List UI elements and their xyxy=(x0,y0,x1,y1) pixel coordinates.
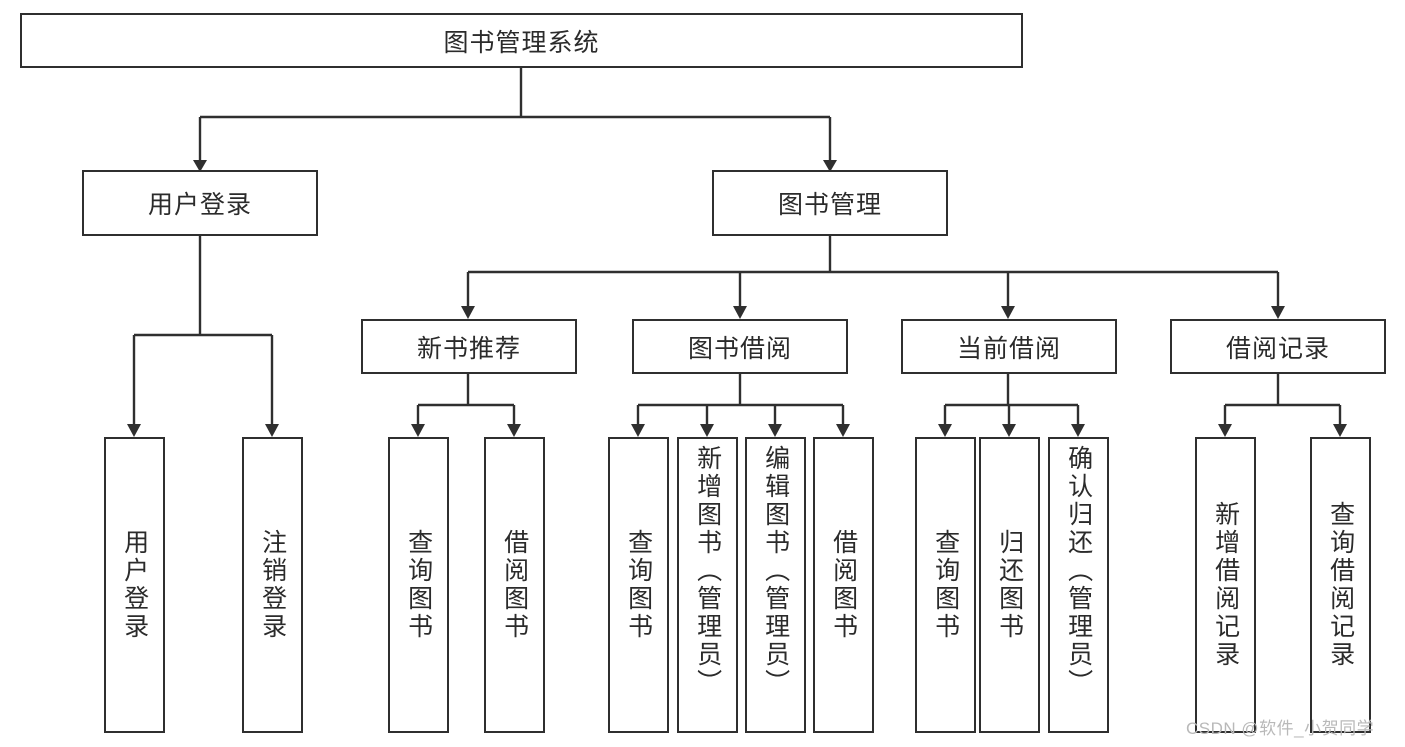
arrowhead xyxy=(507,424,521,437)
link-root-bus xyxy=(200,68,830,119)
node-book-borrow[interactable]: 图书借阅 xyxy=(632,319,848,374)
leaf-label: 归还图书 xyxy=(995,529,1024,641)
node-current-borrow[interactable]: 当前借阅 xyxy=(901,319,1117,374)
node-new-book-recommend[interactable]: 新书推荐 xyxy=(361,319,577,374)
leaf-current-confirm-return-admin[interactable]: 确认归还（管理员） xyxy=(1048,437,1109,733)
link-userlogin-bus xyxy=(134,236,272,337)
leaf-current-return-book[interactable]: 归还图书 xyxy=(979,437,1040,733)
node-borrow-record[interactable]: 借阅记录 xyxy=(1170,319,1386,374)
leaf-label: 借阅图书 xyxy=(829,529,858,641)
leaf-label: 查询图书 xyxy=(624,529,653,641)
arrowhead xyxy=(631,424,645,437)
leaf-current-query-book[interactable]: 查询图书 xyxy=(915,437,976,733)
leaf-label: 编辑图书（管理员） xyxy=(761,445,790,697)
node-book-management[interactable]: 图书管理 xyxy=(712,170,948,236)
node-root-system[interactable]: 图书管理系统 xyxy=(20,13,1023,68)
arrowhead xyxy=(1071,424,1085,437)
leaf-borrow-borrow-book[interactable]: 借阅图书 xyxy=(813,437,874,733)
arrowhead xyxy=(265,424,279,437)
link-bookmanage-bus xyxy=(468,236,1278,274)
leaf-label: 借阅图书 xyxy=(500,529,529,641)
link-recommend-bus xyxy=(418,374,514,407)
leaf-label: 用户登录 xyxy=(120,529,149,641)
leaf-label: 注销登录 xyxy=(258,529,287,641)
leaf-label: 确认归还（管理员） xyxy=(1064,445,1093,697)
arrowhead xyxy=(127,424,141,437)
arrowhead xyxy=(733,306,747,319)
leaf-label: 新增借阅记录 xyxy=(1211,501,1240,669)
arrowhead xyxy=(411,424,425,437)
link-record-bus xyxy=(1225,374,1340,407)
leaf-borrow-add-book-admin[interactable]: 新增图书（管理员） xyxy=(677,437,738,733)
arrowhead xyxy=(938,424,952,437)
arrowhead xyxy=(1001,306,1015,319)
arrowhead xyxy=(1002,424,1016,437)
leaf-borrow-query-book[interactable]: 查询图书 xyxy=(608,437,669,733)
leaf-record-add-record[interactable]: 新增借阅记录 xyxy=(1195,437,1256,733)
arrowhead xyxy=(461,306,475,319)
leaf-recommend-borrow-book[interactable]: 借阅图书 xyxy=(484,437,545,733)
link-borrow-bus xyxy=(638,374,843,407)
leaf-recommend-query-book[interactable]: 查询图书 xyxy=(388,437,449,733)
leaf-user-login-signout[interactable]: 注销登录 xyxy=(242,437,303,733)
link-current-bus xyxy=(945,374,1078,407)
node-user-login[interactable]: 用户登录 xyxy=(82,170,318,236)
arrowhead xyxy=(768,424,782,437)
leaf-label: 查询借阅记录 xyxy=(1326,501,1355,669)
leaf-label: 新增图书（管理员） xyxy=(693,445,722,697)
leaf-record-query-record[interactable]: 查询借阅记录 xyxy=(1310,437,1371,733)
leaf-borrow-edit-book-admin[interactable]: 编辑图书（管理员） xyxy=(745,437,806,733)
leaf-label: 查询图书 xyxy=(404,529,433,641)
arrowhead xyxy=(836,424,850,437)
csdn-watermark: CSDN @软件_小贺同学 xyxy=(1186,719,1375,738)
arrowhead xyxy=(1333,424,1347,437)
arrowhead xyxy=(1218,424,1232,437)
arrowhead xyxy=(700,424,714,437)
leaf-user-login-signin[interactable]: 用户登录 xyxy=(104,437,165,733)
arrowhead xyxy=(1271,306,1285,319)
leaf-label: 查询图书 xyxy=(931,529,960,641)
